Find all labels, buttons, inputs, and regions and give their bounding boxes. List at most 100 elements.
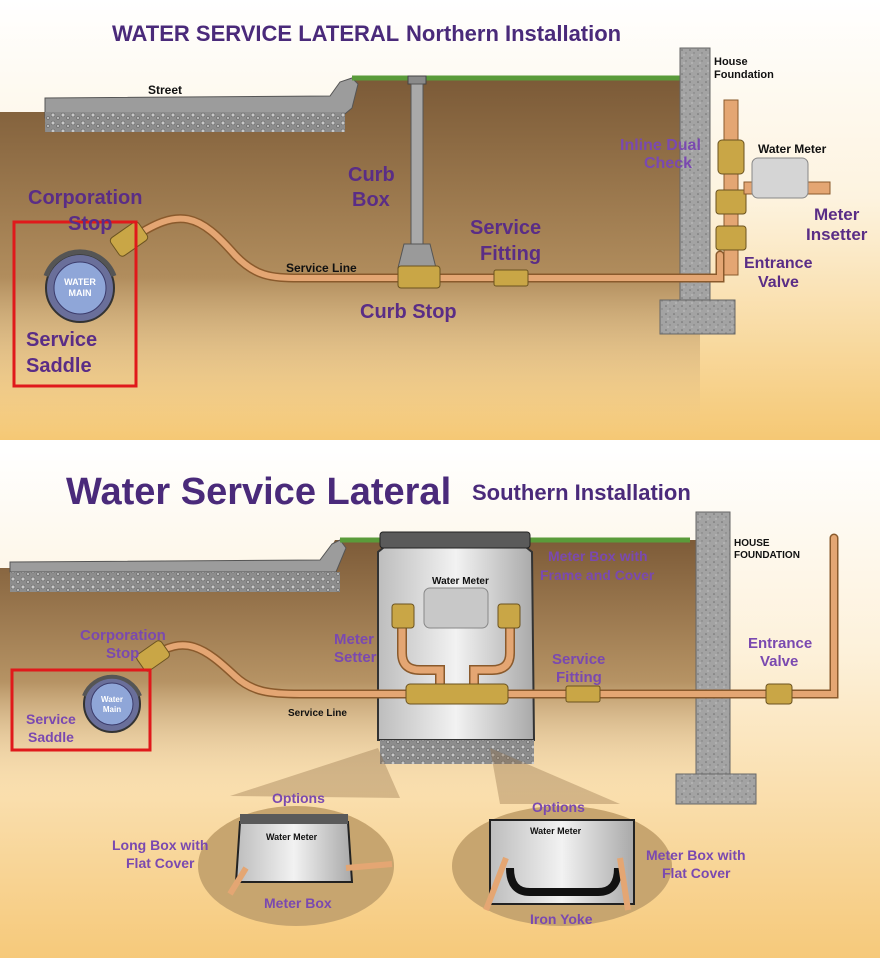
label-iron-yoke: Iron Yoke bbox=[530, 911, 593, 927]
label-entrance-valve-line1: Entrance bbox=[748, 635, 812, 652]
label-water-meter: Water Meter bbox=[758, 142, 827, 156]
house-foundation-wall bbox=[695, 511, 731, 783]
long-box-pipes bbox=[227, 861, 393, 896]
northern-installation-panel: WATER SERVICE LATERAL Northern Installat… bbox=[0, 0, 880, 440]
label-meter-box-frame-line1: Meter Box with bbox=[548, 548, 648, 564]
option-left-callout-beam bbox=[230, 748, 400, 798]
label-long-box-line1: Long Box with bbox=[112, 837, 208, 853]
meter-setter-left-loop bbox=[398, 618, 444, 688]
label-service-saddle-line1: Service bbox=[26, 329, 97, 351]
curb-box-lid bbox=[407, 75, 427, 85]
curb-box-base bbox=[397, 243, 437, 269]
label-options-right: Options bbox=[532, 799, 585, 815]
meter-box-gravel-base bbox=[380, 740, 534, 764]
label-house-foundation-line1: House bbox=[714, 56, 748, 68]
long-box-flat-cover bbox=[240, 814, 348, 824]
label-service-fitting-line1: Service bbox=[552, 651, 605, 668]
northern-diagram: WATER SERVICE LATERAL Northern Installat… bbox=[0, 0, 880, 440]
label-service-fitting-line1: Service bbox=[470, 217, 541, 239]
house-foundation-footing bbox=[659, 299, 736, 335]
label-entrance-valve-line2: Valve bbox=[760, 653, 798, 670]
label-meter-box-flat-line2: Flat Cover bbox=[662, 865, 731, 881]
label-corporation-stop-line1: Corporation bbox=[28, 187, 142, 209]
service-fitting-coupling bbox=[565, 685, 601, 703]
entrance-valve-body bbox=[715, 225, 747, 251]
label-option-water-meter-left: Water Meter bbox=[266, 832, 318, 842]
southern-installation-panel: Water Service Lateral Southern Installat… bbox=[0, 448, 880, 958]
label-curb-box-line2: Box bbox=[352, 189, 390, 211]
label-curb-stop: Curb Stop bbox=[360, 301, 457, 323]
meter-insetter-body bbox=[715, 189, 747, 215]
label-service-line: Service Line bbox=[286, 261, 357, 275]
meter-setter-right-loop bbox=[470, 618, 514, 688]
label-long-box-line2: Flat Cover bbox=[126, 855, 195, 871]
label-house-foundation-line2: FOUNDATION bbox=[734, 550, 800, 561]
water-meter-body bbox=[423, 587, 489, 629]
service-saddle-highlight-box bbox=[12, 220, 138, 388]
service-line-pipe bbox=[127, 215, 723, 281]
north-title: WATER SERVICE LATERAL bbox=[112, 21, 399, 46]
soil bbox=[0, 78, 700, 440]
label-inline-dual-check-line1: Inline Dual bbox=[620, 137, 701, 154]
meter-box-frame-cover bbox=[379, 531, 531, 549]
label-street: Street bbox=[148, 83, 182, 97]
service-fitting-coupling bbox=[493, 269, 529, 287]
label-meter-insetter-line2: Insetter bbox=[806, 225, 868, 244]
label-meter-box-flat-line1: Meter Box with bbox=[646, 847, 746, 863]
label-meter-box-frame-line2: Frame and Cover bbox=[540, 567, 655, 583]
entrance-valve-body bbox=[765, 683, 793, 705]
south-title: Water Service Lateral bbox=[66, 471, 451, 513]
label-water-main-line2: Main bbox=[103, 705, 121, 714]
north-subtitle: Northern Installation bbox=[406, 21, 621, 46]
water-main-face bbox=[53, 261, 107, 315]
label-water-main-line1: Water bbox=[101, 695, 123, 704]
label-corporation-stop-line2: Stop bbox=[68, 213, 112, 235]
water-meter-body bbox=[751, 157, 809, 199]
label-option-water-meter-right: Water Meter bbox=[530, 826, 582, 836]
south-subtitle: Southern Installation bbox=[472, 480, 691, 505]
label-meter-setter-line2: Setter bbox=[334, 649, 377, 666]
label-corporation-stop-line1: Corporation bbox=[80, 627, 166, 644]
label-water-main-line1: WATER bbox=[64, 277, 96, 287]
label-house-foundation-line2: Foundation bbox=[714, 69, 774, 81]
meter-setter-right-valve bbox=[497, 603, 521, 629]
label-meter-box: Meter Box bbox=[264, 895, 332, 911]
label-service-saddle-line2: Saddle bbox=[26, 355, 92, 377]
house-foundation-footing bbox=[675, 773, 757, 805]
label-meter-setter-line1: Meter bbox=[334, 631, 374, 648]
label-water-meter: Water Meter bbox=[432, 576, 489, 587]
long-box-meter-box bbox=[234, 821, 354, 883]
service-saddle-highlight-box bbox=[10, 668, 152, 752]
label-entrance-valve-line2: Valve bbox=[758, 274, 799, 291]
label-corporation-stop-line2: Stop bbox=[106, 645, 139, 662]
service-line-pipe bbox=[147, 535, 837, 697]
service-saddle-strap bbox=[43, 249, 117, 277]
option-right-callout-beam bbox=[490, 748, 620, 804]
label-entrance-valve-line1: Entrance bbox=[744, 255, 813, 272]
label-service-fitting-line2: Fitting bbox=[480, 243, 541, 265]
meter-setter-left-valve bbox=[391, 603, 415, 629]
meter-setter-inlet-outlet bbox=[405, 683, 509, 705]
label-curb-box-line1: Curb bbox=[348, 164, 395, 186]
curb-stop-valve bbox=[397, 265, 441, 289]
house-foundation-wall bbox=[679, 47, 711, 309]
label-options-left: Options bbox=[272, 790, 325, 806]
service-saddle-strap bbox=[82, 674, 142, 697]
iron-yoke bbox=[506, 867, 622, 896]
label-inline-dual-check-line2: Check bbox=[644, 155, 692, 172]
inline-dual-check-valve bbox=[717, 139, 745, 175]
label-service-line: Service Line bbox=[288, 708, 347, 719]
corporation-stop-valve bbox=[136, 640, 170, 672]
label-service-fitting-line2: Fitting bbox=[556, 669, 602, 686]
street-gravel-base bbox=[10, 572, 340, 592]
flat-cover-box-pipes bbox=[483, 856, 631, 912]
label-house-foundation-line1: HOUSE bbox=[734, 538, 770, 549]
label-water-main-line2: MAIN bbox=[69, 288, 92, 298]
label-service-saddle-line2: Saddle bbox=[28, 729, 74, 745]
water-main-face bbox=[90, 682, 134, 726]
curb-box-tube bbox=[410, 83, 424, 245]
label-meter-insetter-line1: Meter bbox=[814, 205, 860, 224]
southern-diagram: Water Service Lateral Southern Installat… bbox=[0, 448, 880, 958]
street-gravel-base bbox=[45, 112, 345, 132]
label-service-saddle-line1: Service bbox=[26, 711, 76, 727]
